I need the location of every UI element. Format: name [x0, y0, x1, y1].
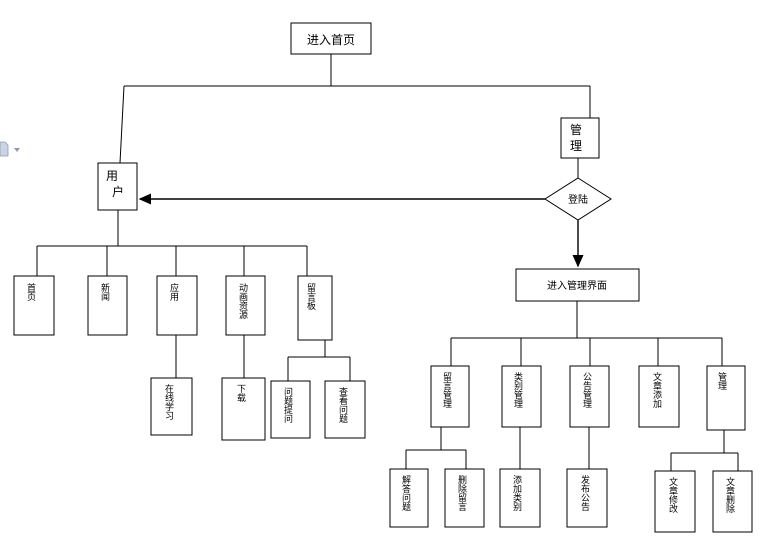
- user-children-connectors: [36, 210, 351, 381]
- node-news-label: 新闻: [99, 282, 110, 302]
- node-article-delete-label: 文章删除: [724, 476, 735, 513]
- admin-node: 管 理: [560, 117, 600, 159]
- node-animation-label: 动画资源: [237, 283, 248, 320]
- node-category-manage: [501, 365, 542, 428]
- admin-label-2: 理: [570, 139, 582, 153]
- user-label-1: 用: [106, 169, 118, 183]
- node-article-edit-label: 文章修改: [667, 476, 678, 514]
- node-answer-question: [389, 468, 429, 528]
- node-msg-manage: [430, 365, 470, 428]
- node-ask-question: [270, 380, 311, 439]
- node-apps-label: 应用: [168, 282, 179, 302]
- node-ask-question-label: 问题提问: [282, 386, 293, 424]
- node-answer-question-label: 解答问题: [400, 474, 411, 512]
- node-online-learning: [150, 377, 193, 436]
- node-online-learning-label: 在线学习: [163, 383, 174, 421]
- node-view-question: [324, 380, 366, 439]
- node-delete-message: [444, 468, 485, 528]
- node-publish-notice: [566, 468, 608, 528]
- node-news: [87, 275, 128, 336]
- document-icon: [0, 141, 20, 157]
- admin-children-connectors: [405, 301, 739, 471]
- node-manage: [706, 365, 746, 431]
- node-msg-manage-label: 留言管理: [441, 371, 452, 408]
- node-animation: [225, 275, 266, 336]
- node-add-category: [499, 468, 541, 528]
- user-label-2: 户: [112, 184, 124, 199]
- node-apps: [156, 275, 198, 336]
- user-node: 用 户: [97, 162, 138, 211]
- node-delete-message-label: 删除留言: [456, 475, 467, 512]
- node-notice-manage: [569, 365, 610, 428]
- admin-panel-label: 进入管理界面: [547, 279, 607, 292]
- node-article-delete: [712, 470, 753, 533]
- root-node: 进入首页: [290, 22, 372, 55]
- root-label: 进入首页: [307, 33, 355, 47]
- node-article-add: [638, 365, 680, 428]
- node-view-question-label: 查看问题: [337, 386, 348, 424]
- node-category-manage-label: 类别管理: [512, 371, 523, 408]
- node-download: [221, 377, 266, 441]
- node-messages: [297, 275, 333, 341]
- user-children: 首页 新闻 应用 动画资源 留言板 在线学习 下载 问题提问 查看问题: [13, 275, 366, 441]
- node-home-label: 首页: [25, 282, 36, 302]
- node-home: [13, 275, 55, 336]
- admin-panel-node: 进入管理界面: [515, 268, 640, 302]
- node-article-edit: [654, 470, 696, 533]
- admin-children: 留言管理 类别管理 公告管理 文章添加 管理 解答问题 删除留言 添加类别 发布…: [389, 365, 753, 533]
- login-label: 登陆: [568, 193, 588, 206]
- login-decision: 登陆: [544, 177, 612, 221]
- top-connectors: [119, 53, 591, 268]
- node-download-label: 下载: [235, 384, 246, 403]
- node-article-add-label: 文章添加: [651, 371, 662, 409]
- node-add-category-label: 添加类别: [511, 475, 522, 512]
- node-notice-manage-label: 公告管理: [581, 372, 592, 408]
- node-messages-label: 留言板: [305, 282, 316, 311]
- node-publish-notice-label: 发布公告: [579, 474, 590, 512]
- admin-label-1: 管: [570, 122, 582, 137]
- node-manage-label: 管理: [716, 371, 727, 390]
